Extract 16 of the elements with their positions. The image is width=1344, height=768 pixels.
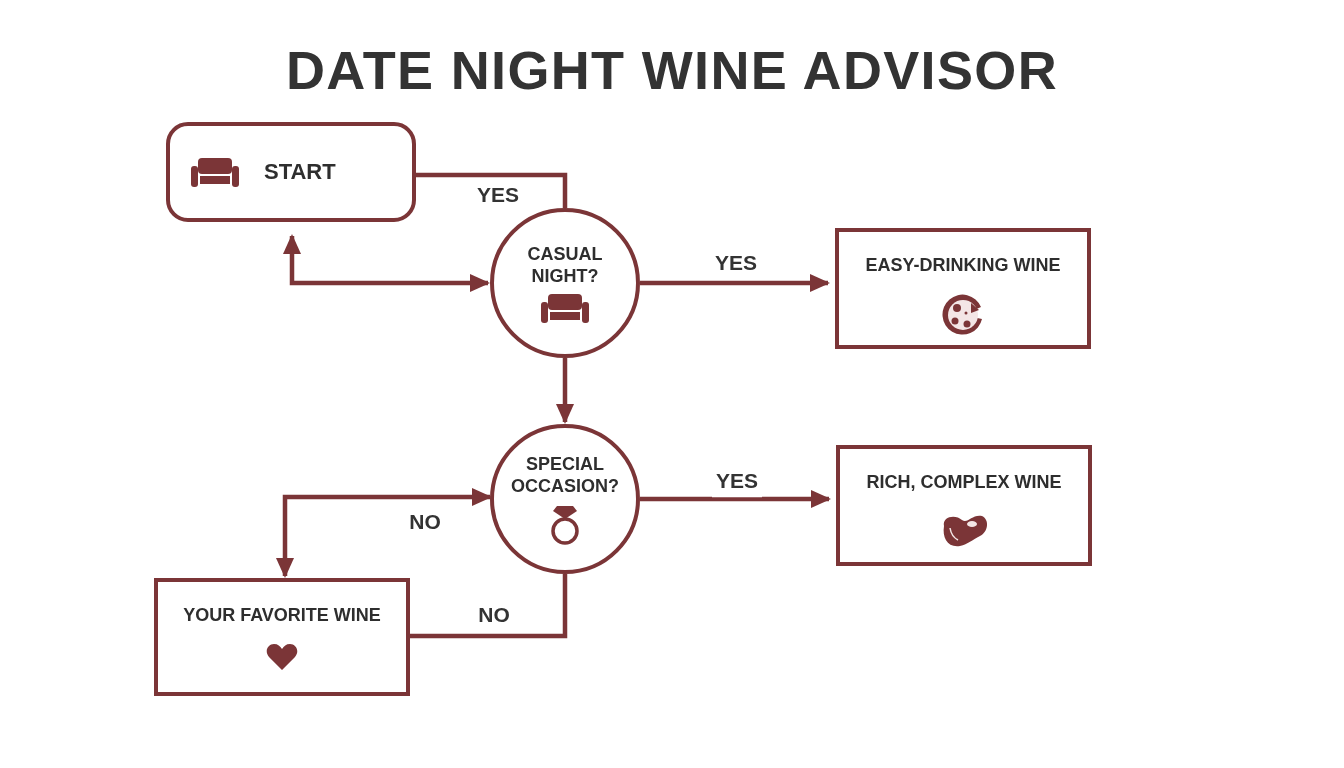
start-box bbox=[166, 122, 416, 222]
node-label: START bbox=[264, 158, 336, 186]
connector-arrow bbox=[556, 358, 574, 424]
node-label: CASUAL NIGHT? bbox=[526, 242, 604, 288]
node-label: SPECIAL OCCASION? bbox=[510, 452, 620, 498]
result-box bbox=[836, 445, 1092, 566]
connector-arrow bbox=[283, 234, 490, 292]
connector-arrow bbox=[640, 490, 831, 508]
node-label: YOUR FAVORITE WINE bbox=[183, 604, 381, 627]
node-label: RICH, COMPLEX WINE bbox=[866, 471, 1062, 494]
title: DATE NIGHT WINE ADVISOR bbox=[284, 39, 1059, 102]
result-box bbox=[154, 578, 410, 696]
connector-arrow bbox=[640, 274, 830, 292]
connector-arrow bbox=[276, 488, 492, 578]
result-box bbox=[835, 228, 1091, 349]
node-label: EASY-DRINKING WINE bbox=[865, 254, 1061, 277]
